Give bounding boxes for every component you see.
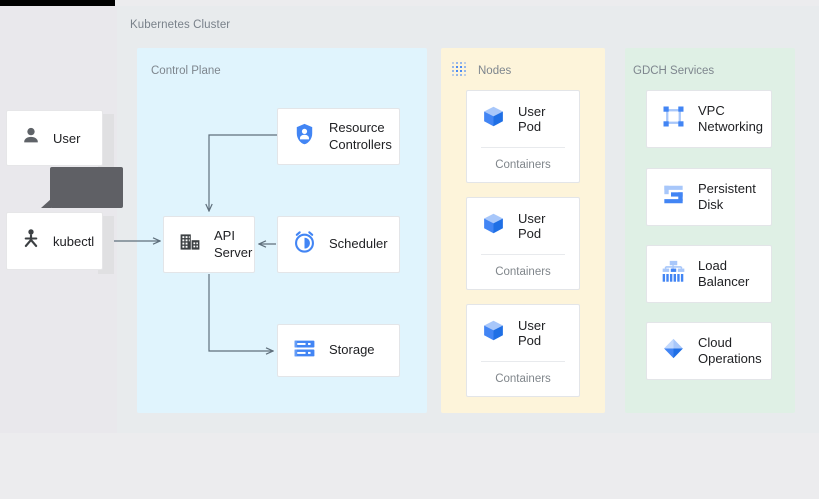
service-card-persistent-disk[interactable]: Persistent Disk xyxy=(646,168,772,226)
pod-sublabel: Containers xyxy=(495,373,551,385)
service-card-cloud-operations[interactable]: Cloud Operations xyxy=(646,322,772,380)
pod-label: User Pod xyxy=(518,211,546,241)
pod-label: User Pod xyxy=(518,104,546,134)
pod-card[interactable]: User Pod Containers xyxy=(466,90,580,183)
cube-icon xyxy=(481,211,506,241)
persistent-disk-icon xyxy=(661,182,686,212)
service-label-vpc-networking: VPC Networking xyxy=(698,102,764,134)
service-label-cloud-operations: Cloud Operations xyxy=(698,334,762,366)
actor-card-user[interactable]: User xyxy=(6,110,103,166)
node-label-storage: Storage xyxy=(329,342,375,358)
pod-label: User Pod xyxy=(518,318,546,348)
top-black-bar xyxy=(0,0,115,6)
cube-icon xyxy=(481,318,506,348)
pod-sublabel: Containers xyxy=(495,159,551,171)
actor-label-user: User xyxy=(53,130,81,146)
person-icon xyxy=(20,125,42,152)
kubectl-icon xyxy=(20,228,42,255)
node-label-resource-controllers: Resource Controllers xyxy=(329,120,392,152)
control-plane-label: Control Plane xyxy=(151,65,221,77)
server-rack-icon xyxy=(292,336,317,366)
pod-sublabel: Containers xyxy=(495,266,551,278)
vpc-network-icon xyxy=(661,104,686,134)
node-label-api-server: API Server xyxy=(214,228,253,260)
pod-card[interactable]: User Pod Containers xyxy=(466,304,580,397)
service-card-load-balancer[interactable]: Load Balancer xyxy=(646,245,772,303)
cluster-title: Kubernetes Cluster xyxy=(130,19,231,31)
cube-icon xyxy=(481,104,506,134)
actor-label-kubectl: kubectl xyxy=(53,233,95,249)
node-label-scheduler: Scheduler xyxy=(329,236,388,252)
load-balancer-icon xyxy=(661,259,686,289)
gdch-services-label: GDCH Services xyxy=(633,65,715,77)
pod-divider xyxy=(481,361,565,362)
cloud-ops-icon xyxy=(661,336,686,366)
node-card-api-server[interactable]: API Server xyxy=(163,216,255,273)
shield-person-icon xyxy=(292,122,317,152)
service-label-load-balancer: Load Balancer xyxy=(698,257,750,289)
nodes-label: Nodes xyxy=(478,65,512,77)
pod-divider xyxy=(481,254,565,255)
pod-card[interactable]: User Pod Containers xyxy=(466,197,580,290)
pod-divider xyxy=(481,147,565,148)
node-grid-icon xyxy=(450,60,470,80)
node-card-scheduler[interactable]: Scheduler xyxy=(277,216,400,273)
node-card-resource-controllers[interactable]: Resource Controllers xyxy=(277,108,400,165)
service-card-vpc-networking[interactable]: VPC Networking xyxy=(646,90,772,148)
node-card-storage[interactable]: Storage xyxy=(277,324,400,377)
service-label-persistent-disk: Persistent Disk xyxy=(698,180,756,212)
building-icon xyxy=(178,230,202,259)
actor-card-kubectl[interactable]: kubectl xyxy=(6,212,103,270)
tooltip-bubble xyxy=(41,167,123,208)
alarm-clock-icon xyxy=(292,230,317,260)
